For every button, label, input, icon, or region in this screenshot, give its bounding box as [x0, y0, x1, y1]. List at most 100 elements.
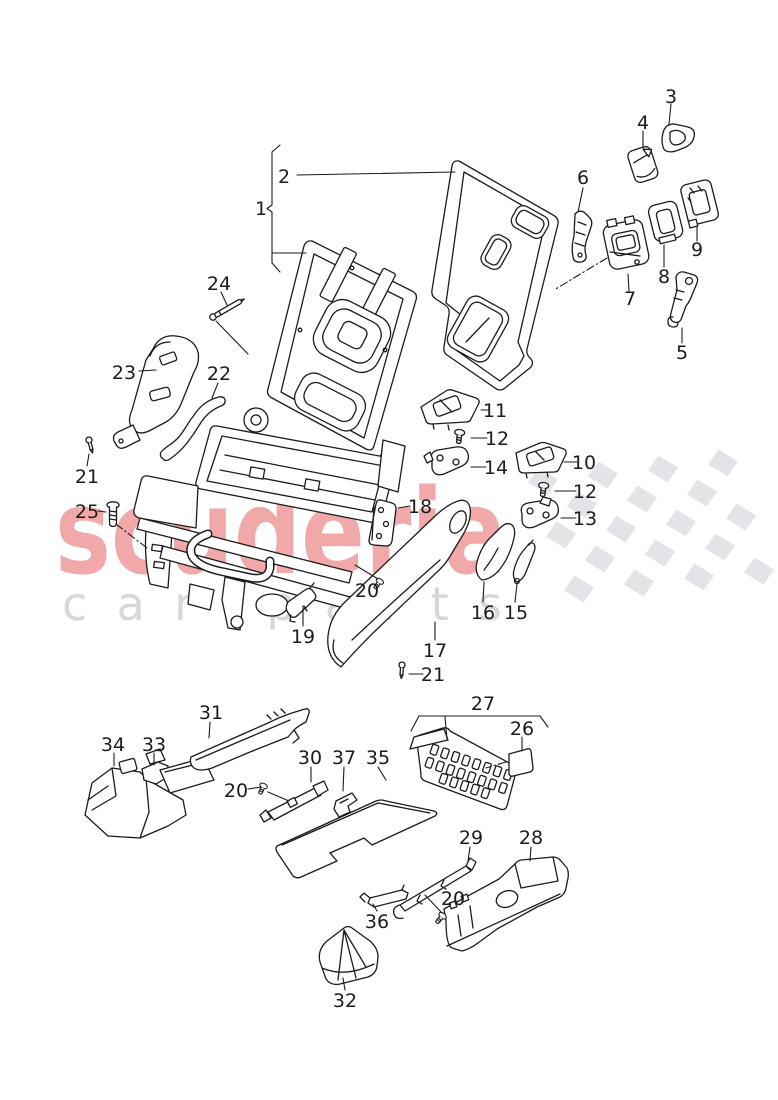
- diagram-line: [303, 381, 357, 423]
- diagram-line: [382, 347, 388, 353]
- diagram-line: [297, 327, 303, 333]
- diagram-line: [133, 475, 199, 529]
- diagram-line: [687, 185, 703, 203]
- diagram-line: [382, 520, 390, 528]
- part-16-trim-pad: [475, 522, 516, 581]
- diagram-line: [553, 257, 608, 291]
- callout-28: 28: [519, 827, 543, 849]
- part-34-floor-cover: [84, 757, 187, 839]
- diagram-line: [420, 389, 480, 425]
- diagram-line: [215, 291, 249, 355]
- diagram-line: [118, 757, 138, 775]
- diagram-line: [333, 792, 358, 818]
- diagram-line: [609, 251, 641, 257]
- vent-slot: [456, 767, 466, 780]
- diagram-line: [577, 187, 584, 213]
- flag-square: [546, 521, 576, 549]
- diagram-line: [87, 767, 150, 839]
- diagram-line: [452, 458, 460, 466]
- diagram-line: [680, 179, 719, 229]
- part-20-screw: [255, 781, 269, 797]
- callout-8: 8: [658, 266, 670, 288]
- diagram-line: [574, 221, 587, 247]
- diagram-line: [424, 743, 513, 800]
- callout-20: 20: [355, 580, 379, 602]
- part-11-latch-cover-plate: [420, 389, 480, 431]
- diagram-line: [397, 505, 411, 509]
- diagram-line: [243, 407, 269, 433]
- diagram-line: [377, 766, 387, 781]
- diagram-line: [623, 215, 636, 226]
- diagram-line: [424, 894, 443, 914]
- diagram-line: [577, 252, 583, 258]
- diagram-line: [443, 856, 569, 952]
- flag-square: [705, 533, 735, 561]
- callout-20: 20: [224, 780, 248, 802]
- diagram-line: [354, 564, 379, 580]
- diagram-line: [108, 506, 118, 528]
- bracket-callout-1: [266, 144, 281, 273]
- part-10-latch-cover-plate: [515, 441, 567, 479]
- diagram-line: [377, 506, 385, 514]
- diagram-line: [372, 903, 378, 912]
- callout-14: 14: [484, 457, 508, 479]
- diagram-line: [187, 583, 215, 611]
- diagram-line: [515, 209, 545, 235]
- diagram-line: [214, 298, 243, 318]
- callout-33: 33: [142, 734, 166, 756]
- diagram-line: [684, 276, 694, 286]
- vent-slot: [498, 781, 508, 795]
- part-26-label-card: [508, 748, 534, 777]
- diagram-line: [218, 298, 245, 316]
- diagram-line: [661, 123, 696, 153]
- flag-square: [666, 509, 696, 537]
- diagram-line: [452, 301, 504, 357]
- diagram-line: [658, 233, 677, 245]
- callout-31: 31: [199, 702, 223, 724]
- diagram-line: [606, 217, 618, 228]
- diagram-line: [247, 786, 290, 802]
- diagram-line: [128, 335, 200, 434]
- vent-slot: [438, 772, 449, 785]
- part-22-trim-strip: [159, 396, 226, 462]
- diagram-line: [430, 446, 470, 476]
- diagram-line: [118, 438, 124, 444]
- part-35-floor-mat: [275, 799, 438, 879]
- seat-assembly-artwork: [84, 103, 719, 991]
- diagram-line: [484, 238, 508, 266]
- callout-11: 11: [483, 400, 507, 422]
- diagram-line: [602, 215, 650, 270]
- diagram-line: [339, 798, 349, 804]
- part-7-backrest-latch: [602, 215, 650, 270]
- callout-37: 37: [332, 747, 356, 769]
- part-31-sill-trim: [189, 708, 310, 771]
- callout-12: 12: [485, 428, 509, 450]
- callout-32: 32: [333, 990, 357, 1012]
- diagram-line: [332, 559, 441, 664]
- callout-26: 26: [510, 718, 534, 740]
- diagram-line: [431, 160, 559, 391]
- part-23-side-member: [112, 335, 200, 449]
- part-28-storage-tray: [443, 856, 569, 952]
- callout-18: 18: [408, 496, 432, 518]
- diagram-line: [281, 802, 431, 846]
- callout-36: 36: [365, 911, 389, 933]
- checkered-flag-watermark: [528, 449, 774, 603]
- flag-square: [627, 485, 657, 513]
- part-1-backrest-frame: [266, 240, 418, 451]
- diagram-line: [483, 547, 499, 571]
- diagram-line: [115, 523, 148, 549]
- vent-slot: [445, 763, 456, 777]
- diagram-line: [319, 246, 357, 303]
- flag-square: [588, 461, 618, 489]
- callout-27: 27: [471, 693, 495, 715]
- diagram-line: [286, 796, 299, 809]
- diagram-line: [571, 210, 593, 263]
- diagram-line: [514, 583, 518, 603]
- diagram-line: [195, 708, 300, 761]
- diagram-line: [342, 766, 345, 792]
- flag-square: [624, 569, 654, 597]
- diagram-line: [255, 593, 289, 617]
- diagram-line: [303, 478, 321, 492]
- vent-slot: [466, 771, 477, 784]
